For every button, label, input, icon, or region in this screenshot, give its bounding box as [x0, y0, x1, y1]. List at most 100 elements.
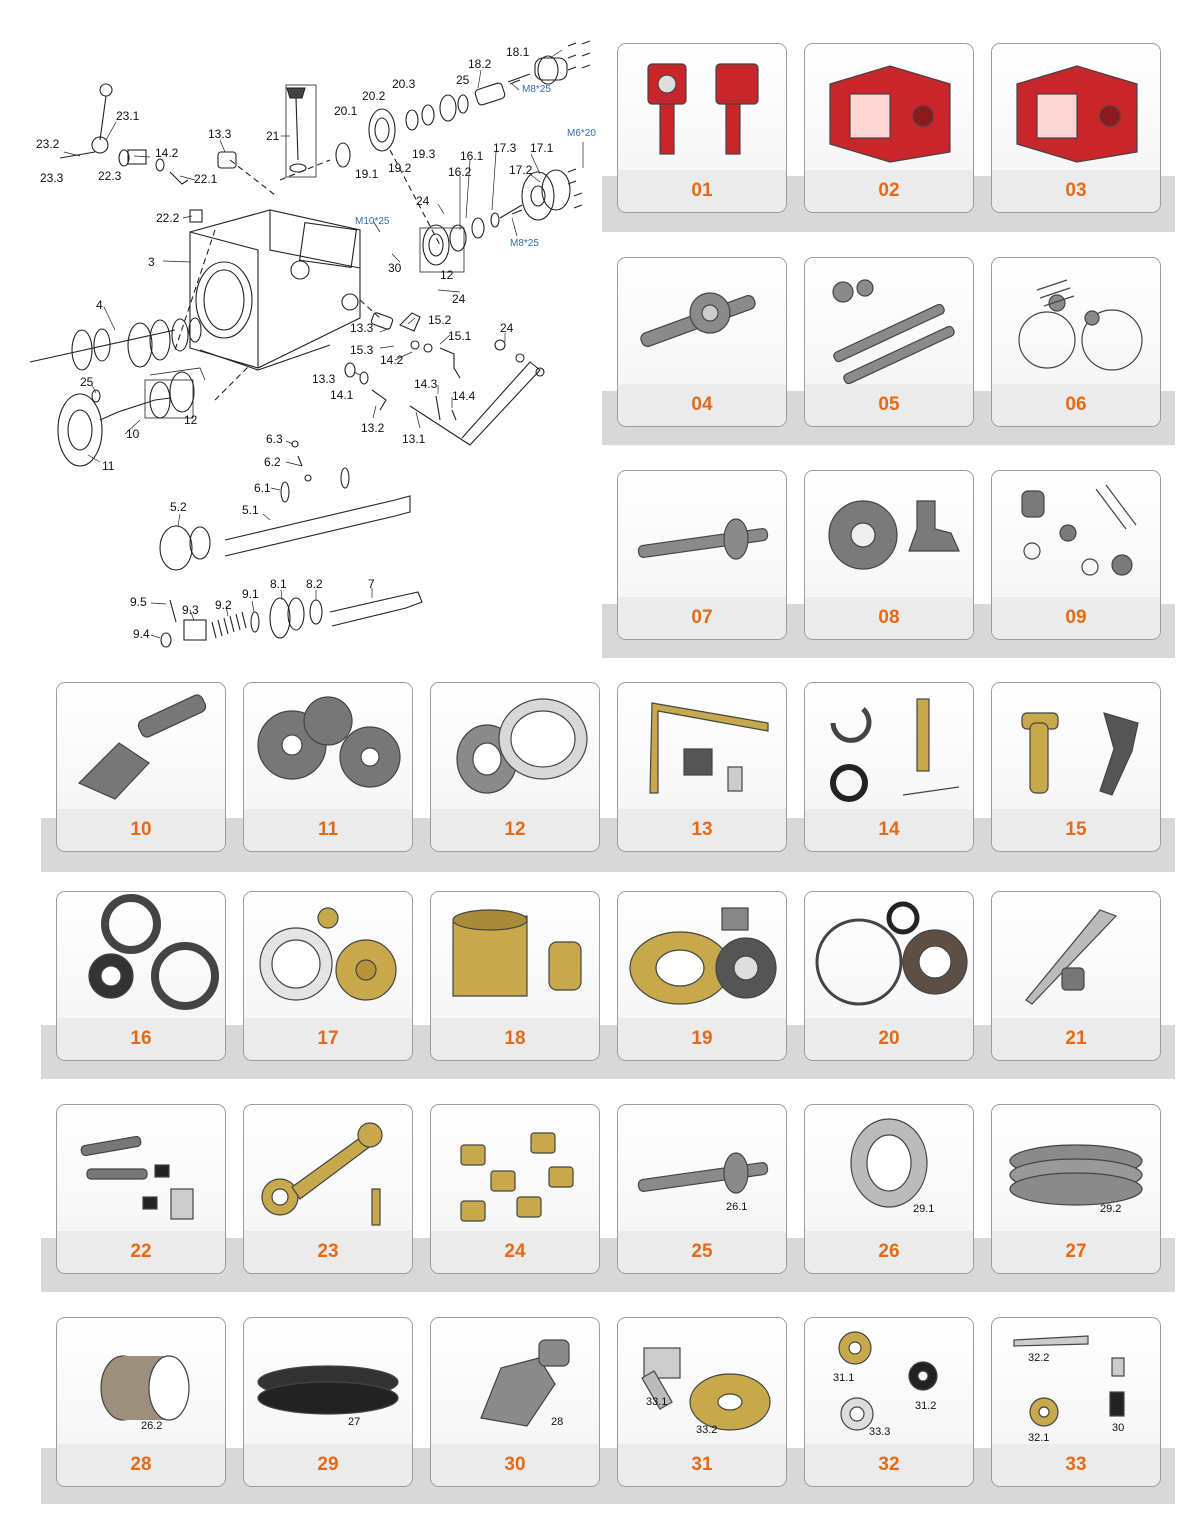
- part-card-07[interactable]: 07: [617, 470, 787, 640]
- part-card-20[interactable]: 20: [804, 891, 974, 1061]
- part-card-13[interactable]: 13: [617, 682, 787, 852]
- sub-part-label: 33.1: [646, 1396, 668, 1408]
- part-card-05[interactable]: 05: [804, 257, 974, 427]
- callout-label: 22.3: [98, 169, 122, 183]
- callout-label: 18.1: [506, 45, 530, 59]
- part-photo: [618, 258, 786, 385]
- bearing-plate-icon: [629, 907, 777, 1005]
- part-number: 08: [878, 607, 900, 628]
- part-number: 15: [1065, 819, 1087, 840]
- part-photo: [805, 683, 973, 810]
- callout-label: 10: [126, 427, 140, 441]
- part-card-01[interactable]: 01: [617, 43, 787, 213]
- callout-label: 21: [266, 129, 280, 143]
- part-photo: [992, 1105, 1160, 1232]
- callout-label: 17.2: [509, 163, 533, 177]
- part-photo: [805, 258, 973, 385]
- callout-label: 13.2: [361, 421, 385, 435]
- callout-label: 25: [80, 375, 94, 389]
- part-card-22[interactable]: 22: [56, 1104, 226, 1274]
- part-card-02[interactable]: 02: [804, 43, 974, 213]
- card-label-strip: [618, 384, 786, 426]
- callout-label: 14.1: [330, 388, 354, 402]
- bushing-icon: [100, 1355, 190, 1421]
- part-number: 06: [1065, 394, 1087, 415]
- callout-label: 14.4: [452, 389, 476, 403]
- part-card-23[interactable]: 23: [243, 1104, 413, 1274]
- card-label-strip: [244, 1018, 412, 1060]
- card-label-strip: [57, 1018, 225, 1060]
- card-label-strip: [992, 1444, 1160, 1486]
- part-card-18[interactable]: 18: [430, 891, 600, 1061]
- callout-label: 23.3: [40, 171, 64, 185]
- card-label-strip: [805, 1018, 973, 1060]
- part-card-14[interactable]: 14: [804, 682, 974, 852]
- part-card-17[interactable]: 17: [243, 891, 413, 1061]
- card-label-strip: [992, 1018, 1160, 1060]
- callout-label: 14.2: [380, 353, 404, 367]
- part-card-12[interactable]: 12: [430, 682, 600, 852]
- callout-label: 24: [416, 194, 430, 208]
- lock-washer-nut-icon: [88, 894, 219, 1010]
- callout-label: 15.1: [448, 329, 472, 343]
- part-card-24[interactable]: 24: [430, 1104, 600, 1274]
- part-photo: [992, 683, 1160, 810]
- callout-label: 16.1: [460, 149, 484, 163]
- part-card-03[interactable]: 03: [991, 43, 1161, 213]
- part-card-10[interactable]: 10: [56, 682, 226, 852]
- part-card-11[interactable]: 11: [243, 682, 413, 852]
- part-photo: [244, 683, 412, 810]
- part-card-19[interactable]: 19: [617, 891, 787, 1061]
- part-photo: [805, 471, 973, 598]
- part-number: 18: [504, 1028, 526, 1049]
- part-photo: [57, 683, 225, 810]
- part-card-08[interactable]: 08: [804, 470, 974, 640]
- part-number: 32: [878, 1454, 900, 1475]
- part-card-16[interactable]: 16: [56, 891, 226, 1061]
- part-number: 17: [317, 1028, 339, 1049]
- gear-shaft-icon: [640, 292, 756, 348]
- part-number: 03: [1065, 180, 1087, 201]
- callout-label: 5.2: [170, 500, 187, 514]
- callout-label: 13.3: [312, 372, 336, 386]
- callout-label: 19.2: [388, 161, 412, 175]
- part-card-04[interactable]: 04: [617, 257, 787, 427]
- part-number: 14: [878, 819, 900, 840]
- callout-label: 11: [102, 459, 115, 473]
- sub-part-label: 31.1: [833, 1372, 855, 1384]
- part-card-21[interactable]: 21: [991, 891, 1161, 1061]
- sub-part-label: 26.2: [141, 1420, 163, 1432]
- part-photo: [57, 1105, 225, 1232]
- callout-label: 9.1: [242, 587, 259, 601]
- callout-label: 7: [368, 577, 375, 591]
- part-card-06[interactable]: 06: [991, 257, 1161, 427]
- sub-part-label: 28: [551, 1416, 564, 1428]
- part-photo: [244, 1105, 412, 1232]
- connecting-lever-icon: [261, 1122, 383, 1226]
- bevel-gear-shaft-icon: [77, 694, 207, 800]
- callout-label: 23.2: [36, 137, 60, 151]
- part-card-15[interactable]: 15: [991, 682, 1161, 852]
- sub-part-label: 30: [1112, 1422, 1125, 1434]
- callout-label: 6.3: [266, 432, 283, 446]
- pin-nut-key-icon: [1013, 1335, 1125, 1427]
- part-number: 22: [130, 1241, 152, 1262]
- callout-label: 19.3: [412, 147, 436, 161]
- callout-label: 20.3: [392, 77, 416, 91]
- taper-bearing-icon: [456, 698, 588, 794]
- part-number: 20: [878, 1028, 900, 1049]
- part-card-09[interactable]: 09: [991, 470, 1161, 640]
- sub-part-label: 27: [348, 1416, 361, 1428]
- part-photo: [992, 471, 1160, 598]
- gearbox-housing-icon: [1016, 65, 1138, 163]
- part-number: 27: [1065, 1241, 1087, 1262]
